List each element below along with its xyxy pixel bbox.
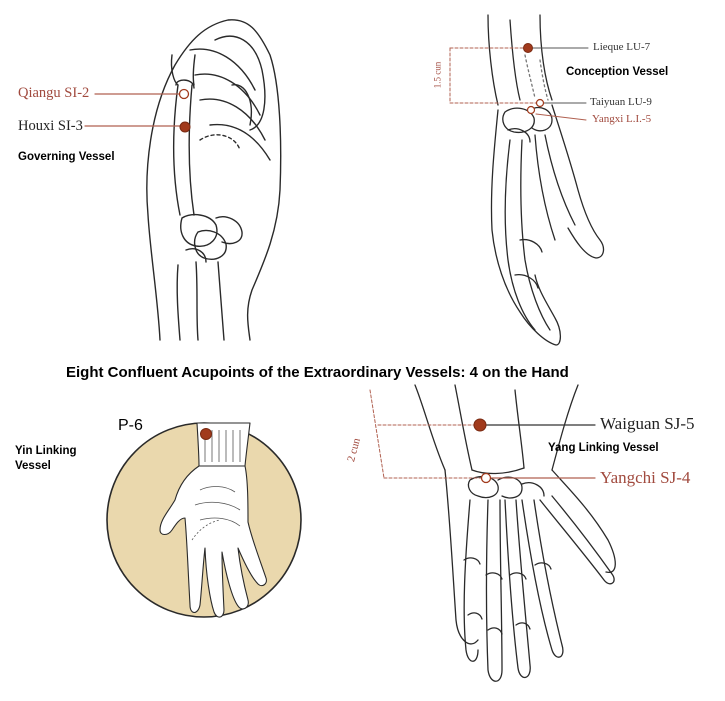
taiyuan-point-marker <box>535 98 545 108</box>
diagram-title: Eight Confluent Acupoints of the Extraor… <box>66 364 569 381</box>
yangchi-point-marker <box>480 472 492 484</box>
qiangu-label: Qiangu SI-2 <box>18 85 90 101</box>
yang-linking-vessel-label: Yang Linking Vessel <box>548 442 659 454</box>
lieque-point-marker <box>523 43 533 53</box>
qiangu-point-marker <box>178 88 190 100</box>
waiguan-label: Waiguan SJ-5 <box>600 414 695 433</box>
yin-linking-vessel-label: Yin Linking Vessel <box>15 445 77 472</box>
houxi-point-marker <box>179 121 191 133</box>
p6-label: P-6 <box>118 417 143 434</box>
measure-1-5-cun-label: 1.5 cun <box>432 61 443 89</box>
fist-illustration <box>84 19 282 341</box>
palm-circle-illustration <box>106 422 302 618</box>
p6-point-marker <box>200 428 212 440</box>
taiyuan-label: Taiyuan LU-9 <box>590 96 652 108</box>
lieque-label: Lieque LU-7 <box>593 41 651 53</box>
yangxi-label: Yangxi L.I.-5 <box>592 113 652 125</box>
waiguan-point-marker <box>473 418 487 432</box>
governing-vessel-label: Governing Vessel <box>18 151 115 163</box>
dorsal-skeleton-illustration <box>369 384 616 682</box>
palm-skeleton-illustration <box>449 14 605 346</box>
houxi-label: Houxi SI-3 <box>18 118 83 134</box>
yangxi-point-marker <box>526 105 536 115</box>
conception-vessel-label: Conception Vessel <box>566 66 669 78</box>
yangchi-label: Yangchi SJ-4 <box>600 468 691 487</box>
